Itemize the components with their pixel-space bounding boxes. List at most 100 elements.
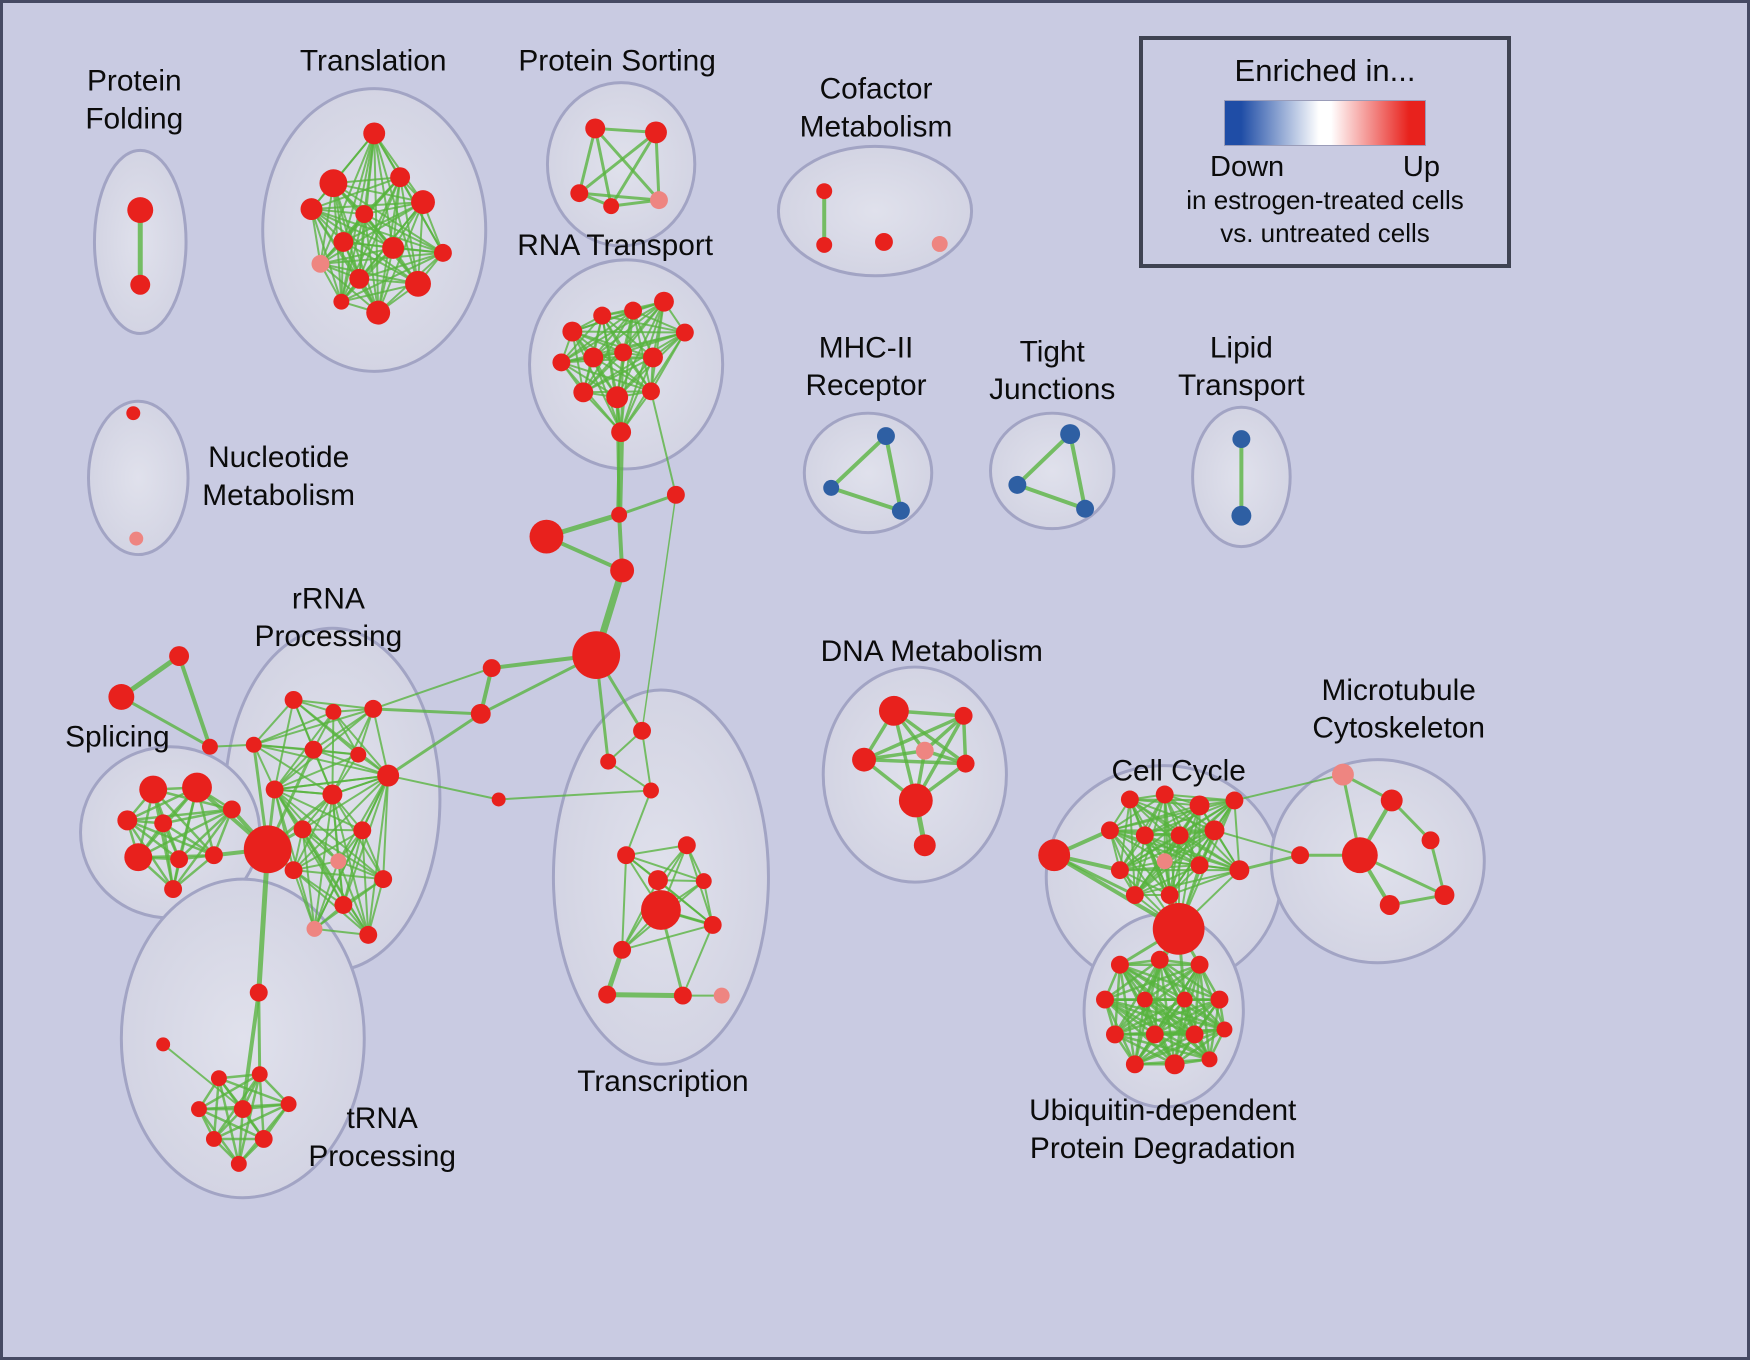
edge-sp5-sp6 — [137, 808, 234, 859]
edge-tl2-tl6 — [332, 182, 424, 204]
node-tl1 — [363, 122, 386, 145]
node-rt10 — [573, 382, 594, 403]
edge-tc6-tc10 — [621, 879, 659, 951]
node-ps2 — [645, 121, 667, 144]
cluster-ellipse-tj — [988, 411, 1116, 531]
node-tc10 — [613, 940, 632, 959]
node-cn4 — [610, 558, 635, 583]
edge-sp5-sp9 — [171, 808, 234, 891]
edge-tl4-tl6 — [310, 201, 424, 211]
edge-rr10-rr16 — [301, 828, 316, 930]
edge-tj1-tj3 — [1068, 432, 1088, 511]
edge-ps1-ps3 — [577, 126, 597, 195]
node-tn8 — [205, 1131, 222, 1147]
node-tc11 — [598, 985, 617, 1004]
edge-tj2-tj3 — [1015, 482, 1088, 511]
node-rr6 — [350, 746, 367, 763]
edge-rt5-rt10 — [582, 331, 686, 394]
node-hub3 — [1152, 903, 1205, 955]
edge-tl8-tl10 — [319, 246, 395, 265]
node-sp3 — [117, 810, 138, 831]
edge-tc2-tc3 — [607, 760, 652, 792]
node-rr13 — [284, 861, 303, 880]
edge-rr7-rr10 — [301, 774, 390, 831]
edge-rt9-rt13 — [620, 356, 654, 434]
edge-rt4-rt7 — [592, 300, 665, 359]
node-nm2 — [129, 531, 144, 546]
node-dm5 — [956, 754, 975, 773]
node-rt8 — [614, 343, 633, 362]
legend-caption-line2: vs. untreated cells — [1220, 218, 1430, 248]
node-tc1 — [633, 721, 651, 740]
node-mh2 — [823, 479, 840, 496]
legend-title: Enriched in... — [1234, 53, 1416, 88]
edge-mh2-mh3 — [829, 485, 903, 513]
node-md3 — [491, 792, 506, 807]
node-ub4 — [1096, 990, 1114, 1009]
edge-tn4-tn5 — [197, 1073, 261, 1111]
edge-hub2-tn1 — [256, 846, 271, 996]
edge-rr9-rr17 — [331, 793, 370, 936]
edge-rr14-rr17 — [367, 878, 385, 936]
node-hub1 — [572, 631, 621, 680]
edge-tl7-tl12 — [342, 240, 420, 285]
node-tc2 — [600, 753, 617, 770]
edge-rr7-rr17 — [367, 774, 390, 936]
node-tc7 — [695, 873, 712, 890]
edge-md2-rr7 — [386, 712, 483, 778]
edge-rr13-rr14 — [292, 869, 385, 881]
edge-rr7-rr13 — [292, 774, 390, 872]
node-cc6 — [1100, 821, 1119, 840]
edge-ub7-ub9 — [1153, 998, 1221, 1036]
node-ps1 — [585, 118, 606, 139]
node-tj3 — [1076, 499, 1095, 518]
node-ps5 — [649, 191, 668, 210]
legend-down-label: Down — [1210, 151, 1285, 183]
edge-cc9-cc11 — [1118, 829, 1216, 872]
node-sp5 — [222, 800, 241, 819]
edge-rr5-rr8 — [273, 748, 315, 791]
edge-ps2-ps5 — [654, 130, 661, 202]
edge-rr3-rr5 — [312, 707, 375, 751]
edge-ub6-ub11 — [1183, 998, 1226, 1031]
node-tj2 — [1008, 475, 1027, 494]
node-mt2 — [1380, 789, 1403, 812]
edge-mh1-mh2 — [829, 434, 888, 490]
node-rr5 — [304, 740, 323, 759]
edge-tl12-tl14 — [340, 282, 420, 303]
legend-up-label: Up — [1402, 151, 1440, 183]
edge-cc13-mt5 — [1237, 853, 1302, 872]
edge-ub5-ub11 — [1143, 998, 1226, 1031]
node-cn1 — [666, 485, 685, 504]
node-lp1 — [1232, 430, 1251, 449]
node-pf1 — [127, 197, 154, 224]
node-tl14 — [333, 293, 350, 310]
node-cc2 — [1120, 790, 1139, 809]
node-tl13 — [366, 300, 391, 325]
edge-rr11-rr13 — [292, 829, 364, 872]
node-rr8 — [265, 780, 284, 799]
node-tn3 — [210, 1070, 227, 1087]
node-sp1 — [139, 775, 168, 804]
node-mh3 — [891, 501, 910, 520]
edge-rr4-rr7 — [252, 743, 390, 777]
node-cf1 — [816, 183, 833, 200]
node-tn5 — [191, 1101, 207, 1118]
edge-md2-rr3 — [371, 707, 483, 716]
edge-tc5-tc7 — [625, 854, 705, 883]
edge-tl6-tl12 — [417, 201, 424, 285]
node-rr15 — [334, 896, 353, 914]
node-rr1 — [284, 690, 303, 709]
cluster-label-rt: RNA Transport — [517, 229, 714, 262]
edge-ub6-ub8 — [1113, 998, 1186, 1036]
node-tl4 — [300, 198, 323, 221]
node-rt4 — [653, 291, 674, 312]
node-tr2 — [108, 683, 135, 710]
node-mt3 — [1421, 831, 1440, 850]
node-cc12 — [1190, 856, 1209, 875]
node-dm2 — [954, 706, 973, 725]
edge-sp3-sp7 — [126, 819, 181, 861]
node-cf2 — [816, 236, 833, 253]
